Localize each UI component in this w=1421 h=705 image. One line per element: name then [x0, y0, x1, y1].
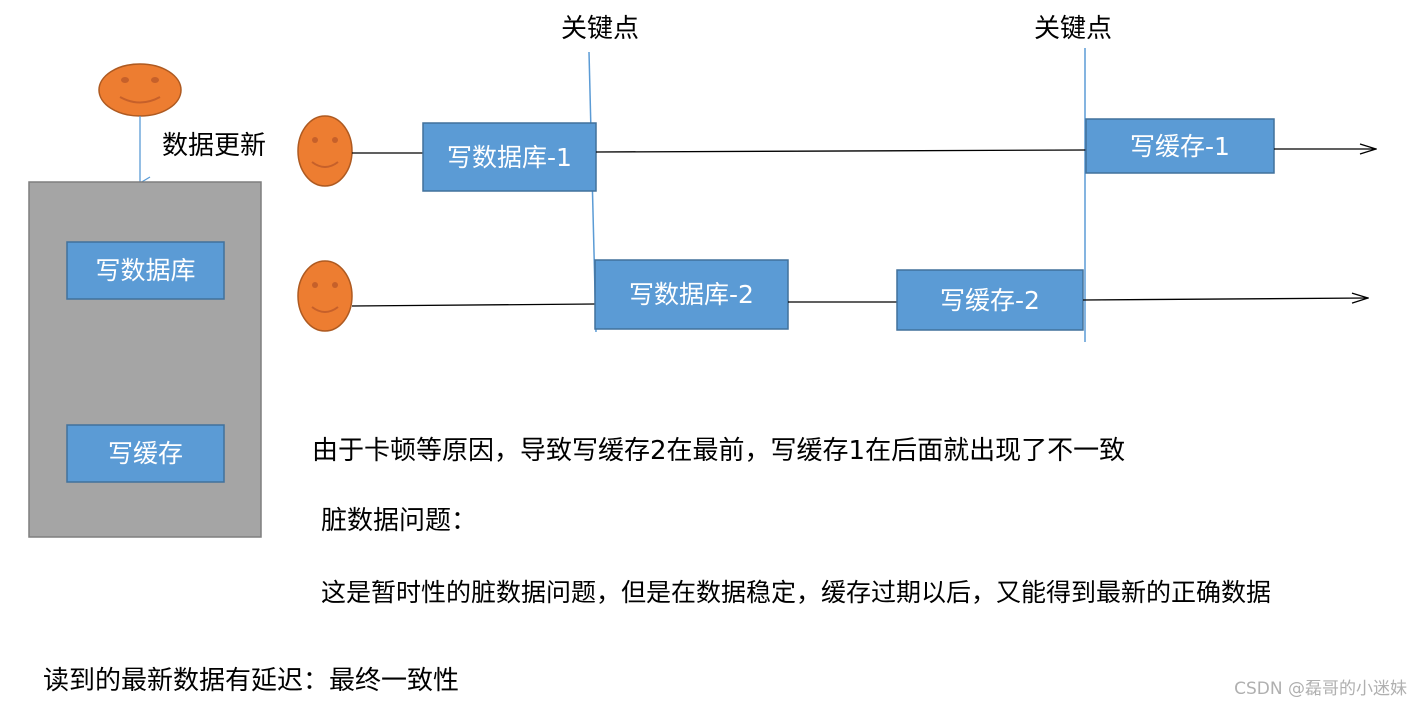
update-actor [98, 63, 182, 117]
data-update-label: 数据更新 [162, 131, 266, 161]
svg-text:写缓存: 写缓存 [108, 439, 183, 468]
svg-text:写数据库: 写数据库 [95, 256, 195, 285]
keypoint-marker-1: 关键点 [561, 14, 639, 333]
timeline-1: 写数据库-1 写缓存-1 [297, 115, 1376, 192]
timeline-2: 写数据库-2 写缓存-2 [297, 259, 1368, 332]
note-problem: 脏数据问题： [321, 506, 478, 536]
smiley-face-icon [297, 115, 353, 187]
write-db-2-box: 写数据库-2 [594, 259, 789, 330]
step-write-db-box: 写数据库 [66, 241, 225, 300]
watermark: CSDN @磊哥的小迷妹 [1234, 679, 1407, 699]
smiley-face-icon [98, 63, 182, 117]
svg-text:写数据库-1: 写数据库-1 [447, 143, 572, 172]
write-cache-2-box: 写缓存-2 [896, 269, 1084, 331]
svg-text:关键点: 关键点 [561, 14, 639, 44]
smiley-face-icon [297, 260, 353, 332]
note-explanation: 这是暂时性的脏数据问题，但是在数据稳定，缓存过期以后，又能得到最新的正确数据 [321, 578, 1272, 607]
note-conclusion: 读到的最新数据有延迟：最终一致性 [43, 666, 460, 696]
svg-text:写缓存-2: 写缓存-2 [940, 286, 1040, 315]
svg-text:写缓存-1: 写缓存-1 [1130, 132, 1230, 161]
arrow-right-icon [1082, 298, 1368, 300]
process-panel [28, 181, 262, 538]
keypoint-marker-2: 关键点 [1034, 14, 1112, 342]
step-write-cache-box: 写缓存 [66, 424, 225, 483]
write-db-1-box: 写数据库-1 [422, 122, 597, 192]
write-cache-1-box: 写缓存-1 [1085, 118, 1275, 174]
svg-text:写数据库-2: 写数据库-2 [629, 280, 754, 309]
note-cause: 由于卡顿等原因，导致写缓存2在最前，写缓存1在后面就出现了不一致 [312, 436, 1126, 466]
svg-text:关键点: 关键点 [1034, 14, 1112, 44]
